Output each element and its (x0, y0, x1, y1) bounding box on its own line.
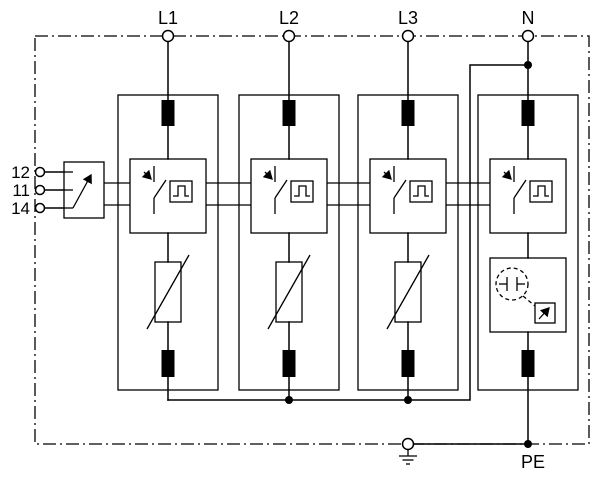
contact-blade (513, 179, 527, 199)
surge-waveform-box (169, 180, 193, 203)
terminal-label-n: N (522, 8, 535, 28)
protection-module-l1 (117, 94, 219, 401)
n-bus-link-line (167, 64, 529, 401)
trip-arrow-icon (501, 169, 512, 180)
disconnect-block-bottom (282, 350, 296, 377)
terminal-label-l1: L1 (158, 8, 178, 28)
surge-waveform-box (409, 180, 433, 203)
enclosure-border (34, 35, 590, 445)
varistor-symbol (146, 254, 190, 330)
surge-waveform-icon (533, 185, 549, 197)
disconnect-block-bottom (161, 350, 175, 377)
trip-arrow-icon (141, 169, 152, 180)
junction-dot (524, 61, 532, 69)
thermal-disconnect-symbol (262, 166, 288, 214)
terminal-l2 (282, 29, 296, 43)
thermal-disconnect-symbol (141, 166, 167, 214)
disconnect-block-top (282, 100, 296, 126)
contact-blade (393, 179, 407, 199)
terminal-l1 (161, 29, 175, 43)
disconnect-block-bottom (521, 350, 535, 377)
surge-waveform-icon (294, 185, 310, 197)
contact-blade (72, 173, 92, 209)
trip-arrow-icon (262, 169, 273, 180)
varistor-stroke (386, 254, 430, 330)
trip-arrow-icon (381, 169, 392, 180)
disconnect-block-top (161, 100, 175, 126)
remote-signaling-contact: 12 11 14 (11, 161, 105, 219)
surge-waveform-icon (413, 185, 429, 197)
contact-blade (153, 179, 167, 199)
terminal-label-11: 11 (12, 181, 30, 200)
protection-module-l2 (238, 94, 340, 401)
spd-box (129, 158, 207, 234)
spd-box (250, 158, 328, 234)
terminal-12 (34, 166, 46, 178)
contact-blade (274, 179, 288, 199)
thermal-disconnect-symbol (501, 166, 527, 214)
varistor-stroke (267, 254, 311, 330)
spark-gap-module-box (489, 257, 567, 333)
trigger-box (534, 302, 556, 324)
varistor-stroke (146, 254, 190, 330)
terminal-n (521, 29, 535, 43)
terminal-label-l3: L3 (398, 8, 418, 28)
terminal-14 (34, 202, 46, 214)
surge-waveform-box (529, 180, 553, 203)
trigger-link-line (522, 295, 536, 307)
pe-label: PE (521, 452, 545, 472)
terminal-l3 (401, 29, 415, 43)
protection-module-n (477, 94, 579, 445)
disconnect-block-bottom (401, 350, 415, 377)
varistor-symbol (386, 254, 430, 330)
disconnect-block-top (401, 100, 415, 126)
pe-terminal (401, 437, 415, 451)
spark-gap-symbol (495, 267, 529, 301)
changeover-contact-symbol (64, 171, 92, 209)
terminal-11 (34, 184, 46, 196)
pe-section: PE (399, 437, 545, 472)
varistor-symbol (267, 254, 311, 330)
trigger-arrow-icon (538, 307, 550, 320)
junction-dot (524, 440, 532, 448)
earth-ground-symbol (399, 449, 417, 465)
thermal-disconnect-symbol (381, 166, 407, 214)
terminal-label-12: 12 (11, 163, 30, 182)
terminal-label-l2: L2 (279, 8, 299, 28)
spd-box (369, 158, 447, 234)
disconnect-block-top (521, 100, 535, 126)
protection-module-l3 (357, 94, 459, 401)
inter-module-connectors (104, 182, 490, 206)
surge-waveform-icon (173, 185, 189, 197)
terminal-label-14: 14 (11, 199, 30, 218)
spd-box (489, 158, 567, 234)
surge-waveform-box (290, 180, 314, 203)
